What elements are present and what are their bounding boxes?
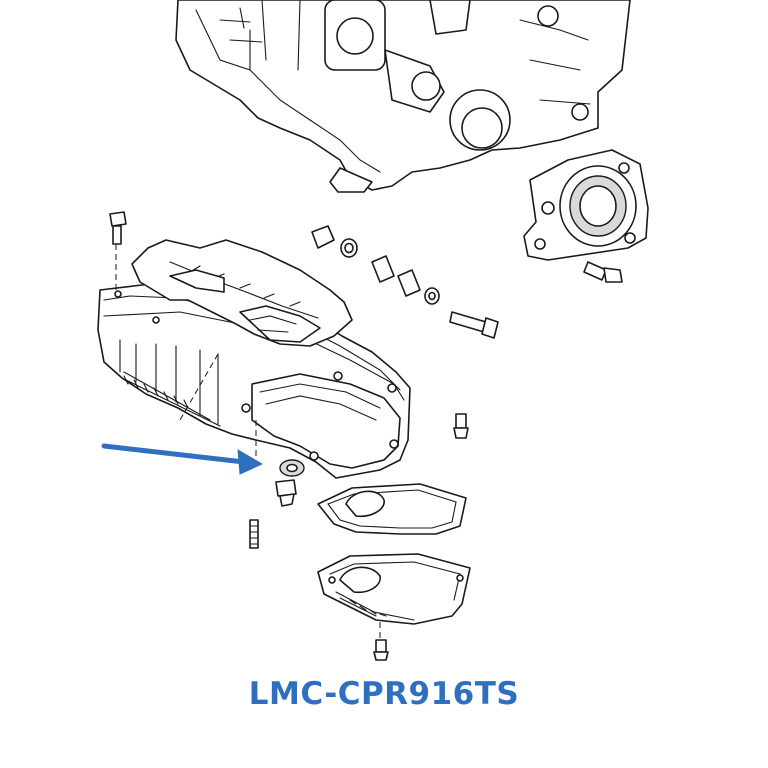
sump-bolt <box>109 211 127 245</box>
sump-stud <box>249 519 259 549</box>
lower-sump-gasket <box>317 483 467 535</box>
drain-plug <box>275 479 297 507</box>
baffle-plate <box>131 239 353 347</box>
mounting-bolt-stack <box>311 225 499 339</box>
engine-block <box>175 0 631 193</box>
lower-oil-pan <box>317 553 471 625</box>
part-number-label: LMC-CPR916TS <box>248 676 520 712</box>
lower-pan-bolt <box>373 639 389 661</box>
drain-plug-washer <box>279 459 305 477</box>
pan-bolt <box>453 413 469 439</box>
rear-oil-seal-housing <box>523 149 649 261</box>
housing-bolt <box>583 261 623 283</box>
callout-arrow <box>101 443 264 475</box>
